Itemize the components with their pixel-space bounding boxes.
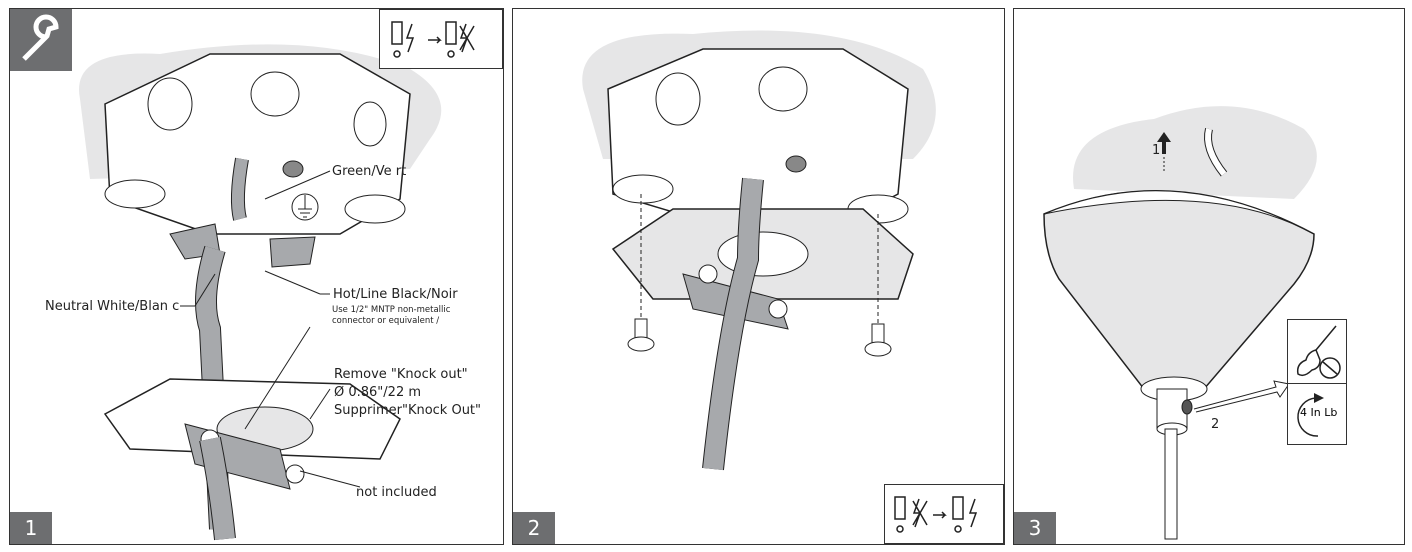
not-included-label: not included — [356, 485, 437, 500]
step-number: 2 — [513, 512, 555, 544]
knockout-label-line3: Supprimer"Knock Out" — [334, 403, 482, 418]
torque-value: 4 In Lb — [1300, 406, 1338, 419]
torque-rotate-icon: 4 In Lb — [1288, 383, 1346, 444]
step-number: 3 — [1014, 512, 1056, 544]
step-number: 1 — [10, 512, 52, 544]
screwdriver-icon — [1296, 325, 1341, 379]
tool-badge: 4 In Lb — [1287, 319, 1347, 445]
step-1-panel: Green/Ve rt Hot/Line Black/Noir Neutral … — [9, 8, 504, 545]
step-2-illustration — [582, 30, 936, 471]
knockout-label-line1: Remove "Knock out" — [334, 367, 468, 382]
hot-wire-label: Hot/Line Black/Noir — [333, 287, 458, 302]
slotted-screw-icon — [1319, 357, 1341, 379]
step-3-illustration — [1043, 106, 1317, 540]
step-2-panel: 2 — [512, 8, 1005, 545]
connector-note-line1: Use 1/2" MNTP non-metallic — [332, 305, 451, 315]
wrench-icon — [22, 14, 59, 61]
power-off-icon — [379, 9, 503, 69]
ground-wire-label: Green/Ve rt — [332, 164, 407, 179]
power-on-icon — [884, 484, 1004, 544]
connector-note-line2: connector or equivalent / — [332, 316, 440, 326]
step-3-panel: 1 2 4 In Lb 3 — [1013, 8, 1405, 545]
step-1-illustration — [10, 9, 442, 541]
knockout-label-line2: Ø 0.86"/22 m — [334, 385, 422, 400]
step-2-marker: 2 — [1211, 417, 1220, 432]
step-1-marker: 1 — [1152, 143, 1161, 158]
neutral-wire-label: Neutral White/Blan c — [45, 299, 180, 314]
